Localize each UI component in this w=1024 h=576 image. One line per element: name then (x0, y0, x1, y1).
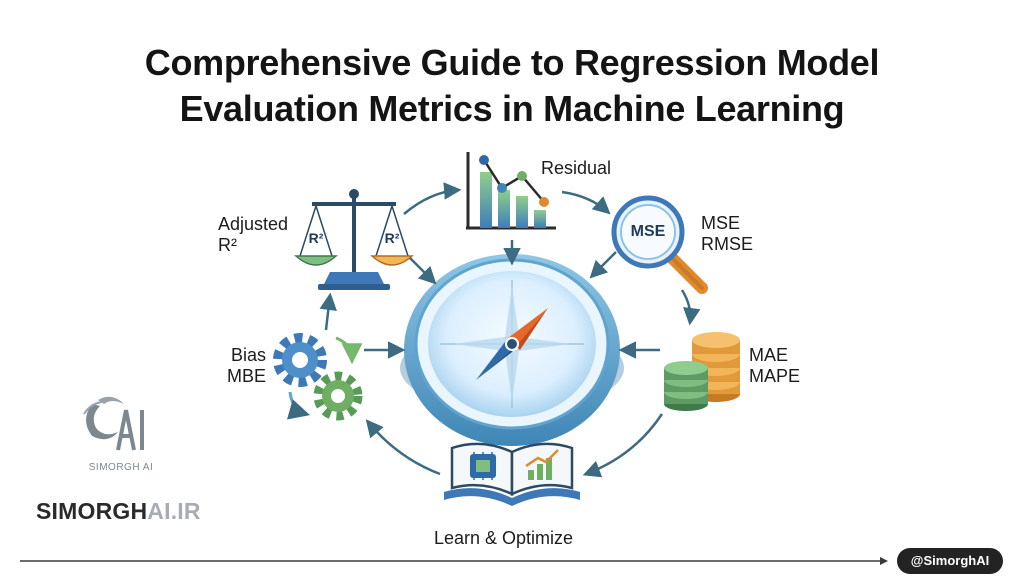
arrow-scale-to-residual (403, 182, 462, 215)
arrow-coins-to-book (582, 413, 664, 478)
gears-icon (273, 333, 363, 421)
mse-badge: MSE (630, 223, 666, 240)
arrow-book-to-gears (365, 419, 441, 476)
book-icon (444, 442, 580, 506)
adjusted-r2-label: Adjusted R² (218, 214, 288, 256)
scale-pan-right-label: R² (384, 230, 400, 246)
arrow-mse-to-coins (680, 289, 701, 326)
logo-text: SIMORGH AI (88, 462, 154, 473)
compass-icon (400, 254, 624, 446)
adjusted-r2-label-line-2: R² (218, 235, 237, 255)
coins-icon (664, 332, 740, 411)
learn-optimize-label: Learn & Optimize (434, 528, 574, 548)
bias-label-line-2: MBE (226, 366, 266, 386)
arrow-residual-to-mse (561, 190, 611, 215)
footer-line (20, 557, 888, 565)
residual-label: Residual (541, 158, 612, 178)
magnifier-icon (611, 195, 708, 294)
scale-pan-left-label: R² (308, 230, 324, 246)
flow-arrows (319, 182, 701, 478)
mse-label-line-2: RMSE (701, 234, 754, 254)
site-brand: SIMORGHAI.IR (36, 498, 201, 525)
site-brand-part-1: SIMORGH (36, 498, 148, 524)
mae-label-line-1: MAE (749, 345, 789, 365)
arrow-gears-to-scale (319, 292, 337, 331)
bias-label: Bias MBE (196, 345, 266, 387)
title-line-2: Evaluation Metrics in Machine Learning (179, 88, 845, 129)
title-line-1: Comprehensive Guide to Regression Model (144, 42, 880, 83)
arrow-scale-to-center (409, 257, 437, 285)
social-handle-badge: @SimorghAI (897, 548, 1003, 574)
residual-chart-icon (466, 152, 556, 230)
site-brand-part-2: AI.IR (147, 498, 201, 524)
mae-label-line-2: MAPE (749, 366, 801, 386)
simorgh-logo-icon (83, 396, 144, 451)
mse-label-line-1: MSE (701, 213, 741, 233)
page-title: Comprehensive Guide to Regression Model … (0, 40, 1024, 132)
bias-label-line-1: Bias (230, 345, 266, 365)
adjusted-r2-label-line-1: Adjusted (218, 214, 289, 234)
scale-icon (294, 189, 414, 290)
arrow-mse-to-center (589, 251, 617, 279)
mse-label: MSE RMSE (701, 213, 753, 255)
mae-label: MAE MAPE (749, 345, 800, 387)
